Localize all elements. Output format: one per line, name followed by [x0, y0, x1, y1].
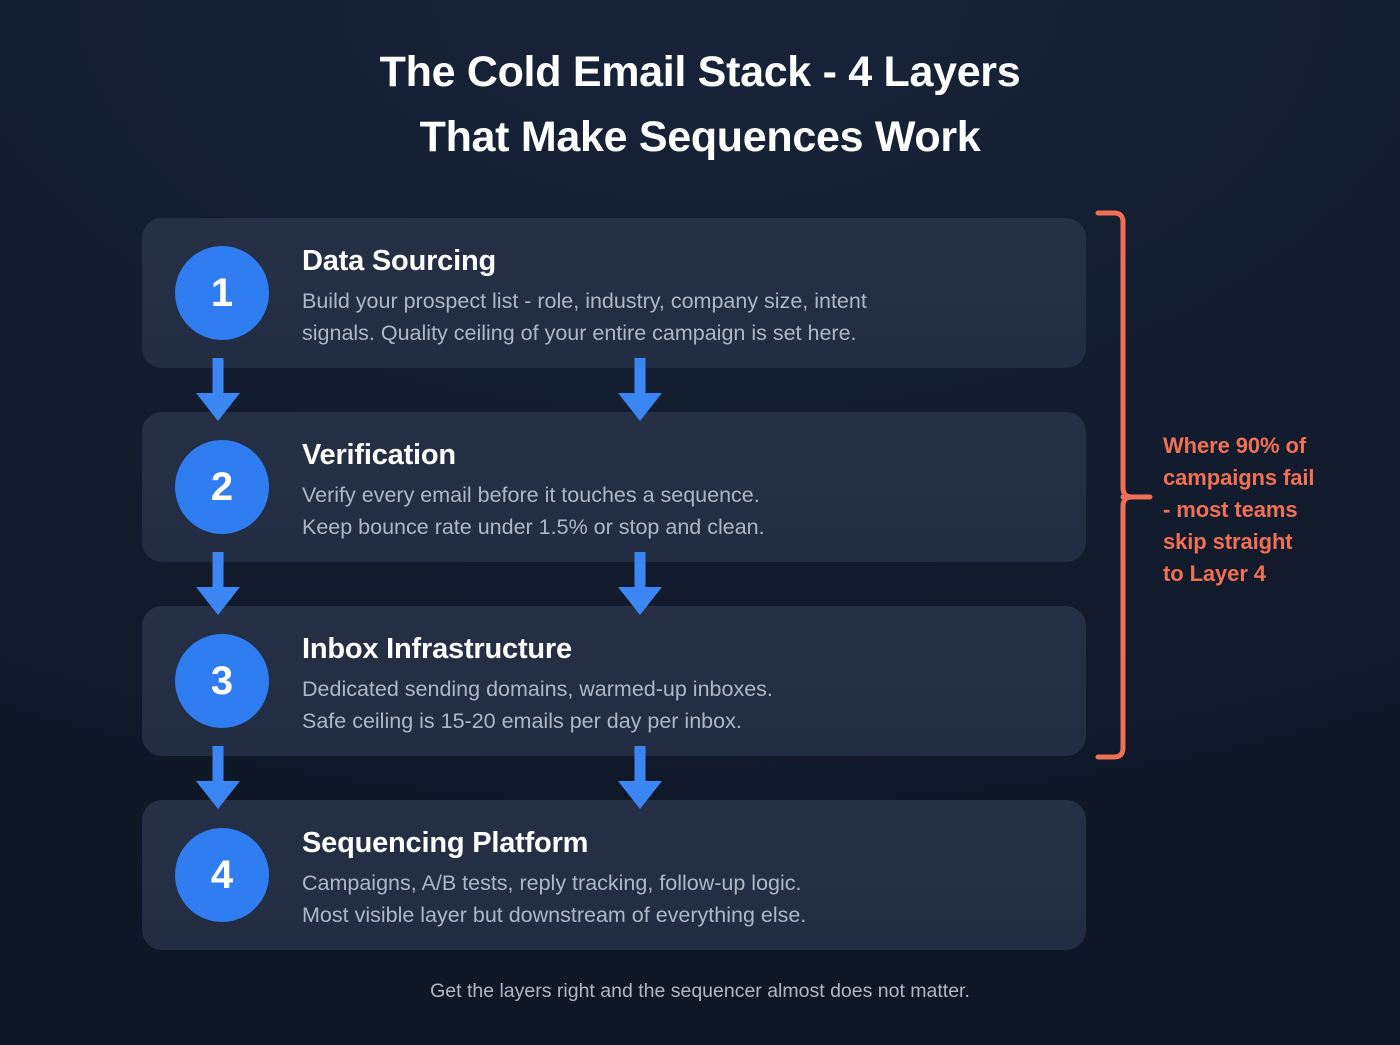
failure-bracket-icon: [1095, 210, 1153, 760]
layer-card-3[interactable]: 3 Inbox Infrastructure Dedicated sending…: [142, 606, 1086, 756]
layer-title-4: Sequencing Platform: [302, 827, 589, 859]
failure-annotation-line-3: - most teams: [1163, 496, 1298, 522]
layer-description-2-line-1: Verify every email before it touches a s…: [302, 483, 760, 508]
failure-annotation-line-5: to Layer 4: [1163, 560, 1266, 586]
layer-description-3-line-1: Dedicated sending domains, warmed-up inb…: [302, 677, 773, 702]
layer-number-badge-4: 4: [175, 828, 269, 922]
layer-body-4: Sequencing Platform Campaigns, A/B tests…: [302, 824, 1056, 932]
layer-body-1: Data Sourcing Build your prospect list -…: [302, 242, 1056, 350]
failure-annotation-line-2: campaigns fail: [1163, 464, 1315, 490]
layer-title-2: Verification: [302, 439, 456, 471]
layer-description-1-line-1: Build your prospect list - role, industr…: [302, 289, 867, 314]
layer-description-2: Verify every email before it touches a s…: [302, 479, 1056, 544]
layer-card-2[interactable]: 2 Verification Verify every email before…: [142, 412, 1086, 562]
layer-description-1: Build your prospect list - role, industr…: [302, 285, 1056, 350]
failure-annotation: Where 90% of campaigns fail - most teams…: [1163, 430, 1373, 589]
layer-description-4-line-2: Most visible layer but downstream of eve…: [302, 903, 807, 928]
layer-description-4-line-1: Campaigns, A/B tests, reply tracking, fo…: [302, 871, 802, 896]
failure-annotation-line-4: skip straight: [1163, 528, 1293, 554]
layer-number-badge-2: 2: [175, 440, 269, 534]
layer-number-badge-1: 1: [175, 246, 269, 340]
layer-number-badge-3: 3: [175, 634, 269, 728]
layer-description-4: Campaigns, A/B tests, reply tracking, fo…: [302, 867, 1056, 932]
layer-stack: 1 Data Sourcing Build your prospect list…: [142, 218, 1086, 950]
layer-title-3: Inbox Infrastructure: [302, 633, 572, 665]
layer-description-3-line-2: Safe ceiling is 15-20 emails per day per…: [302, 709, 742, 734]
layer-card-1[interactable]: 1 Data Sourcing Build your prospect list…: [142, 218, 1086, 368]
page-title: The Cold Email Stack - 4 Layers That Mak…: [0, 40, 1400, 169]
layer-body-3: Inbox Infrastructure Dedicated sending d…: [302, 630, 1056, 738]
layer-description-1-line-2: signals. Quality ceiling of your entire …: [302, 321, 857, 346]
layer-card-4[interactable]: 4 Sequencing Platform Campaigns, A/B tes…: [142, 800, 1086, 950]
page-title-line-2: That Make Sequences Work: [419, 112, 981, 161]
page-title-line-1: The Cold Email Stack - 4 Layers: [379, 48, 1021, 96]
layer-title-1: Data Sourcing: [302, 245, 496, 277]
failure-annotation-line-1: Where 90% of: [1163, 433, 1307, 458]
layer-description-3: Dedicated sending domains, warmed-up inb…: [302, 673, 1056, 738]
layer-description-2-line-2: Keep bounce rate under 1.5% or stop and …: [302, 515, 765, 540]
layer-body-2: Verification Verify every email before i…: [302, 436, 1056, 544]
footer-caption: Get the layers right and the sequencer a…: [430, 980, 970, 1002]
